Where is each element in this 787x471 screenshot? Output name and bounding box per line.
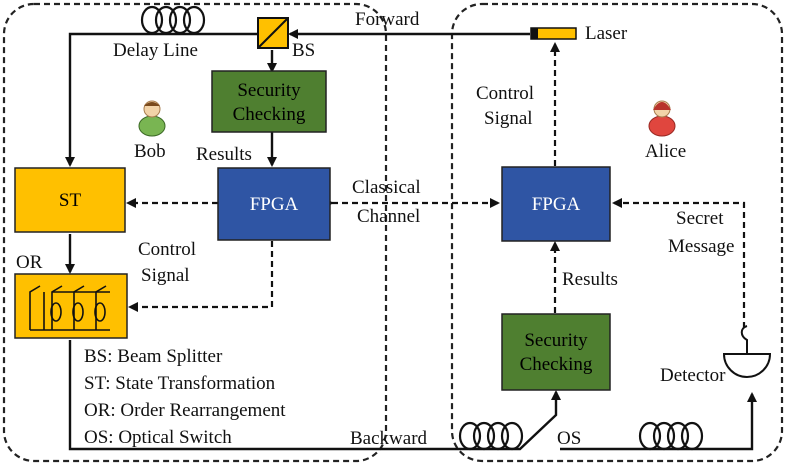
alice-coil-icon — [638, 421, 704, 451]
legend-item-or: OR: Order Rearrangement — [84, 400, 286, 421]
state-transformation-box — [14, 167, 126, 233]
legend-item-bs: BS: Beam Splitter — [84, 346, 223, 367]
classical-line1: Classical — [352, 177, 421, 198]
control-alice-line1: Control — [476, 83, 534, 104]
security-alice-line2: Checking — [520, 354, 593, 375]
secret-line1: Secret — [676, 208, 724, 229]
delay-line-label: Delay Line — [113, 40, 198, 61]
security-bob-line2: Checking — [233, 104, 306, 125]
security-bob-line1: Security — [237, 80, 301, 101]
path-bs-to-st — [65, 32, 260, 167]
control-alice-line2: Signal — [484, 108, 533, 129]
st-label: ST — [59, 190, 82, 211]
secret-line2: Message — [668, 236, 734, 257]
laser-label: Laser — [585, 23, 628, 44]
bob-region — [2, 2, 388, 463]
backward-coil-icon — [458, 421, 524, 451]
results-alice-label: Results — [562, 269, 618, 290]
security-alice-line1: Security — [524, 330, 588, 351]
legend-item-st: ST: State Transformation — [84, 373, 276, 394]
laser-icon — [530, 27, 577, 40]
classical-line2: Channel — [357, 206, 420, 227]
legend-item-os: OS: Optical Switch — [84, 427, 232, 448]
os-label: OS — [557, 428, 581, 449]
detector-label: Detector — [660, 365, 726, 386]
fpga-alice — [501, 166, 611, 242]
path-or-to-backward — [68, 340, 561, 451]
path-os-to-detector — [560, 392, 757, 451]
or-label: OR — [16, 252, 43, 273]
fpga-alice-label: FPGA — [532, 194, 581, 215]
alice-region — [450, 2, 784, 463]
security-checking-alice — [501, 313, 611, 391]
detector-icon — [722, 325, 772, 378]
order-rearrangement-box — [14, 273, 128, 339]
beam-splitter-icon — [257, 17, 289, 49]
alice-label: Alice — [645, 141, 686, 162]
delay-line-coil-icon — [140, 5, 206, 35]
control-bob-line1: Control — [138, 239, 196, 260]
security-checking-bob — [211, 70, 327, 133]
secret-message-arrow — [612, 198, 746, 328]
backward-label: Backward — [350, 428, 428, 449]
fpga-bob-label: FPGA — [250, 194, 299, 215]
control-fpga-to-or — [128, 241, 274, 312]
fpga-bob — [217, 167, 331, 241]
bob-avatar-icon — [138, 100, 166, 137]
bob-label: Bob — [134, 141, 166, 162]
results-bob-label: Results — [196, 144, 252, 165]
alice-avatar-icon — [648, 100, 676, 137]
bs-label: BS — [292, 40, 315, 61]
forward-label: Forward — [355, 9, 420, 30]
control-bob-line2: Signal — [141, 265, 190, 286]
